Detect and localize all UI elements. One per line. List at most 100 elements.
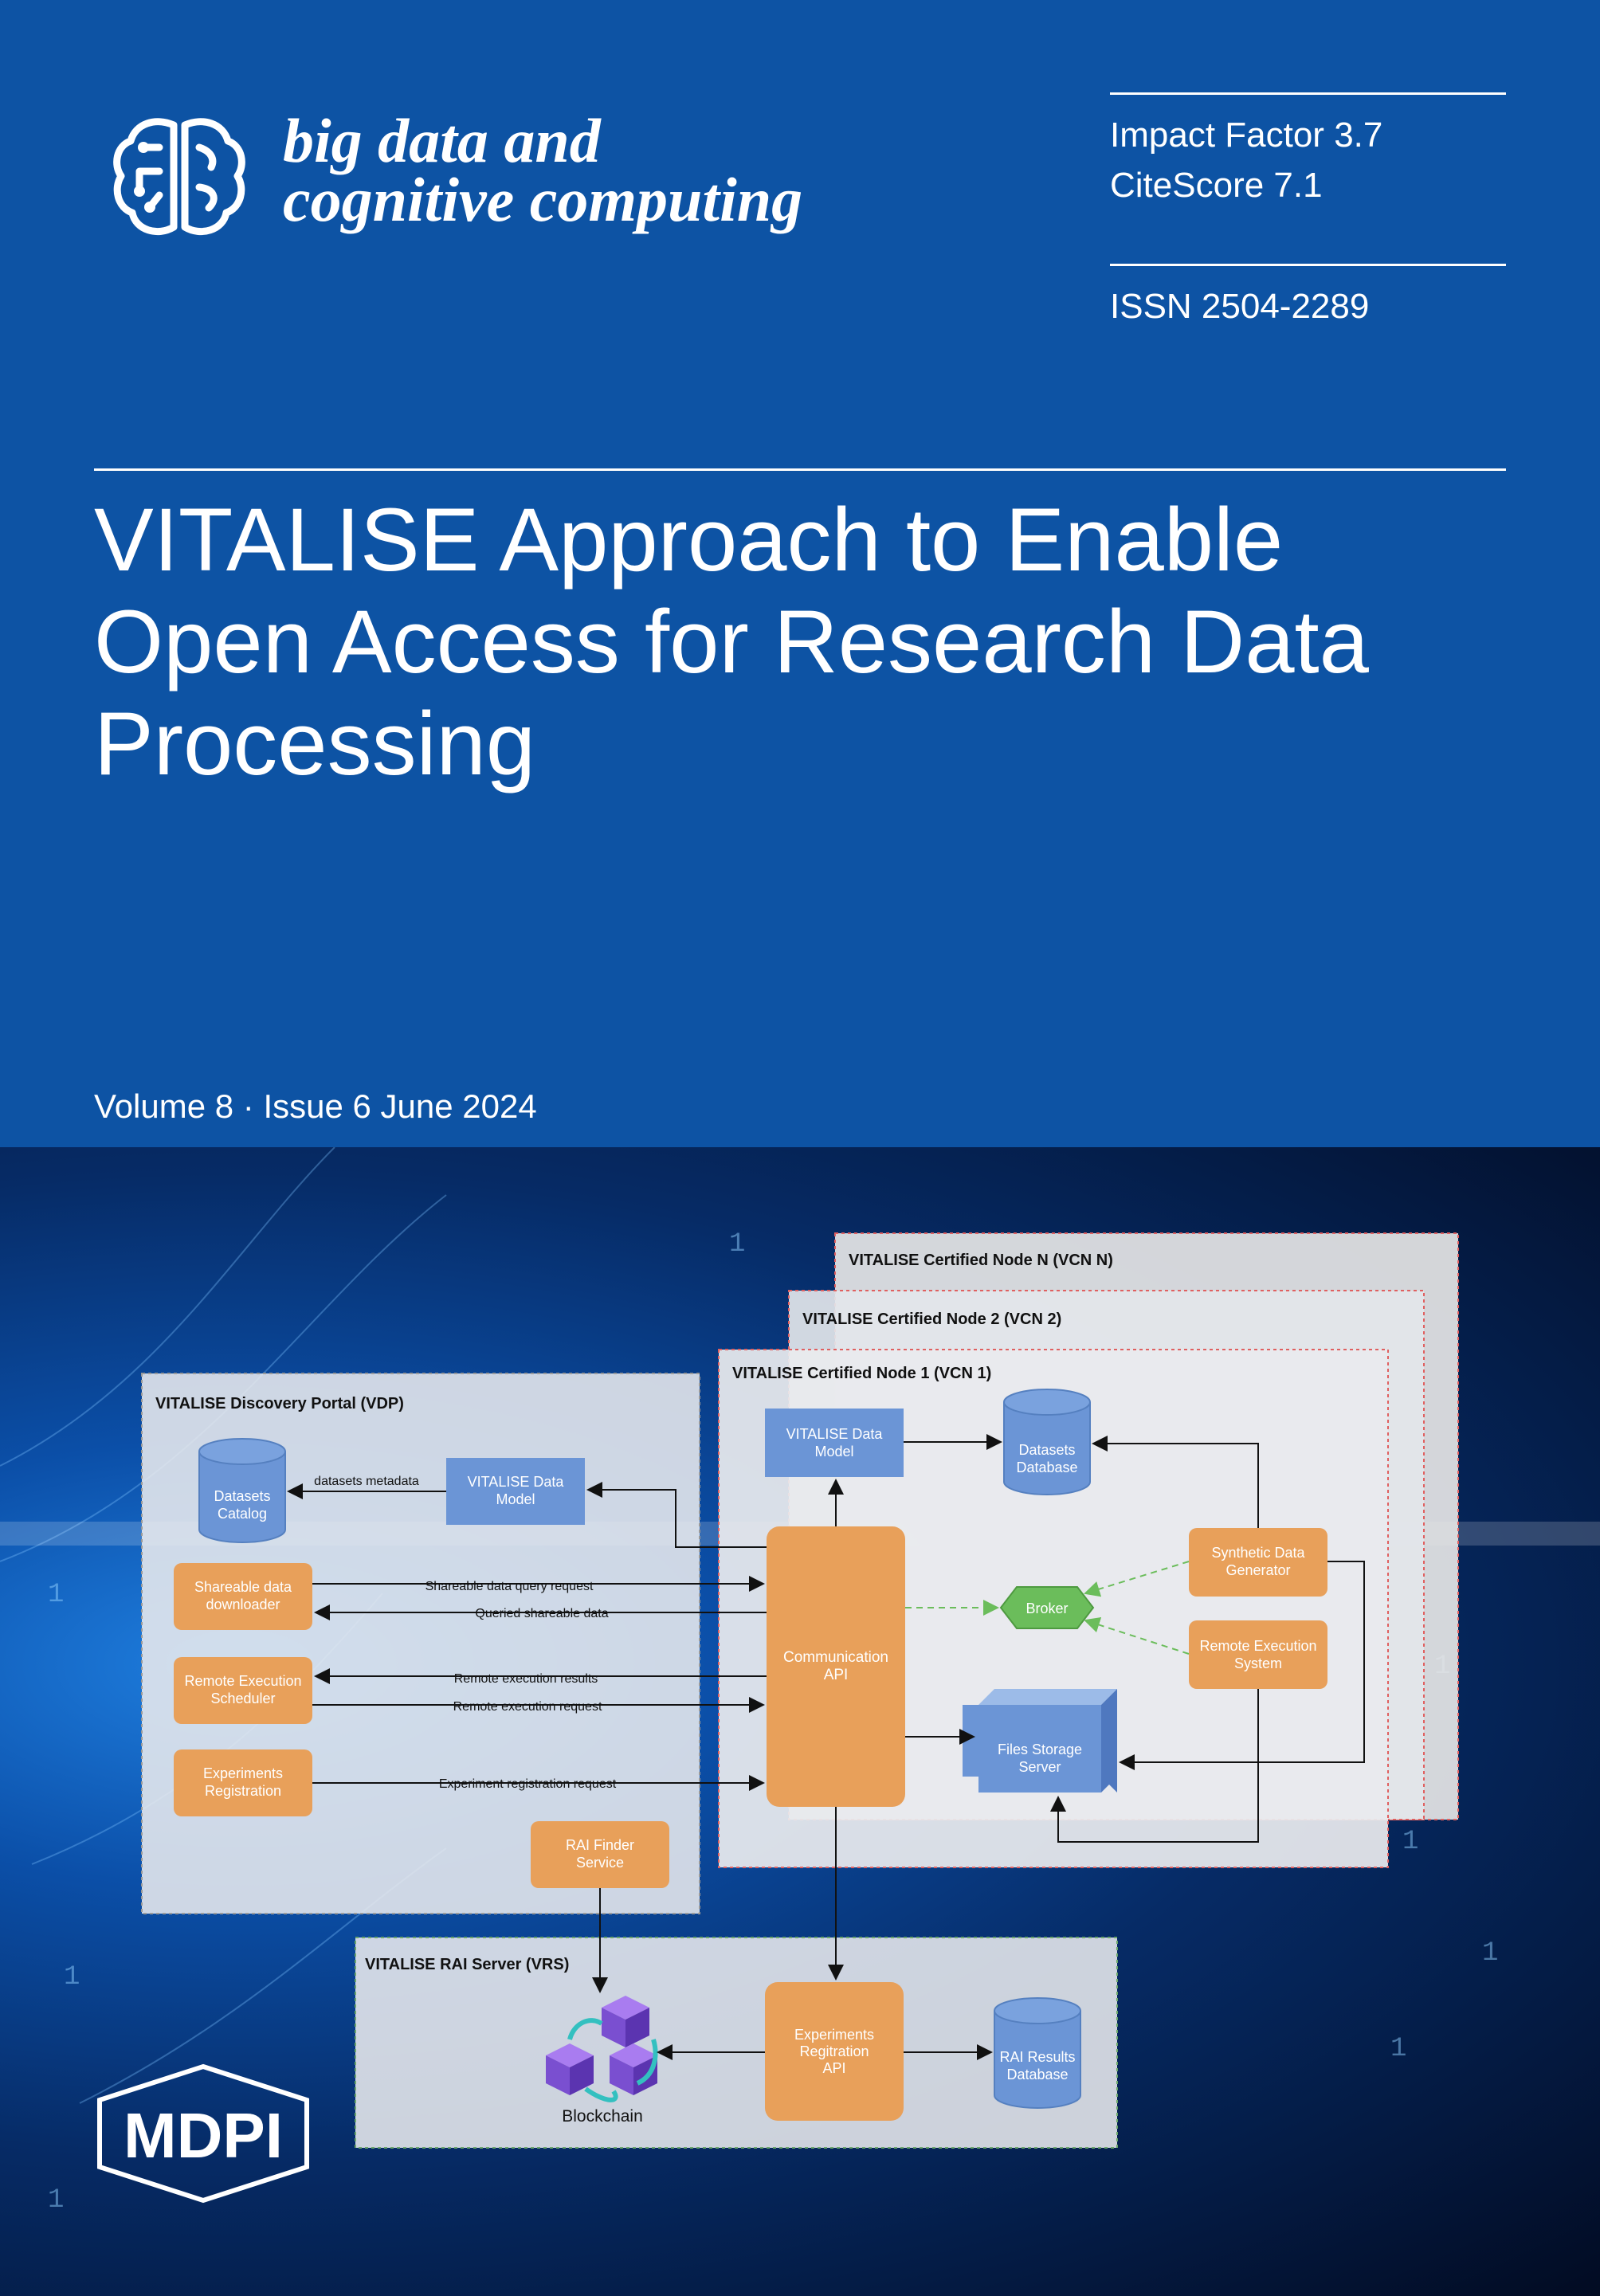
mdpi-logo: MDPI [97, 2063, 309, 2204]
remote-scheduler-label-1: Remote Execution [184, 1673, 301, 1689]
shareable-downloader-node: Shareable data downloader [174, 1563, 312, 1630]
impact-factor: Impact Factor 3.7 [1110, 116, 1383, 155]
citescore: CiteScore 7.1 [1110, 166, 1323, 205]
datasets-catalog-label-1: Datasets [214, 1488, 270, 1504]
edge-labels: datasets metadata Shareable data query r… [314, 1475, 617, 1791]
vcn-2-title: VITALISE Certified Node 2 (VCN 2) [802, 1311, 1061, 1328]
files-storage-label-2: Server [1018, 1759, 1061, 1775]
svg-text:1: 1 [1482, 1938, 1498, 1969]
rai-finder-label-1: RAI Finder [566, 1837, 634, 1853]
issue-info: Volume 8 · Issue 6 June 2024 [94, 1087, 537, 1125]
article-title: VITALISE Approach to Enable Open Access … [94, 490, 1369, 793]
svg-text:1: 1 [48, 2185, 64, 2216]
vcn-data-model-label-1: VITALISE Data [786, 1426, 884, 1442]
experiments-api-label-2: Regitration [799, 2043, 869, 2059]
shareable-downloader-label-2: downloader [206, 1597, 280, 1612]
edge-label-datasets-metadata: datasets metadata [314, 1475, 419, 1488]
title-rule [94, 468, 1506, 471]
broker-edges [905, 1561, 1190, 1655]
remote-system-label-1: Remote Execution [1199, 1638, 1316, 1654]
datasets-catalog-label-2: Catalog [218, 1506, 267, 1522]
journal-name-line2: cognitive computing [283, 165, 803, 234]
vdp-title: VITALISE Discovery Portal (VDP) [155, 1395, 404, 1412]
journal-name: big data and cognitive computing [283, 106, 803, 234]
vcn-n-title: VITALISE Certified Node N (VCN N) [849, 1252, 1113, 1269]
vrs-title: VITALISE RAI Server (VRS) [365, 1956, 569, 1973]
edge-label-shareable-query: Shareable data query request [425, 1580, 594, 1593]
svg-text:1: 1 [1390, 2034, 1406, 2064]
svg-text:1: 1 [64, 1962, 80, 1992]
experiments-registration-label-1: Experiments [203, 1765, 283, 1781]
top-rule [1110, 92, 1506, 95]
synthetic-generator-label-2: Generator [1225, 1562, 1290, 1578]
blockchain-label: Blockchain [562, 2107, 643, 2126]
svg-text:1: 1 [1402, 1827, 1418, 1857]
vcn-data-model-label-2: Model [814, 1444, 853, 1459]
communication-api-label-1: Communication [783, 1649, 888, 1666]
svg-text:1: 1 [729, 1229, 745, 1260]
edge-label-queried-data: Queried shareable data [475, 1607, 608, 1620]
svg-text:1: 1 [48, 1580, 64, 1610]
broker-node: Broker [999, 1586, 1095, 1629]
remote-scheduler-label-2: Scheduler [210, 1691, 275, 1706]
issn: ISSN 2504-2289 [1110, 287, 1370, 326]
edge-label-experiment-request: Experiment registration request [439, 1777, 617, 1791]
vdp-data-model-label-2: Model [496, 1491, 535, 1507]
metrics-rule [1110, 264, 1506, 266]
datasets-database-label-1: Datasets [1018, 1442, 1075, 1458]
diagram-edges [287, 1434, 1365, 2060]
mdpi-logo-text: MDPI [124, 2100, 283, 2171]
files-storage-label-1: Files Storage [998, 1742, 1082, 1757]
communication-api-label-2: API [824, 1667, 849, 1683]
blockchain-cubes-icon [546, 1996, 658, 2102]
rai-results-db-label-1: RAI Results [999, 2049, 1075, 2065]
edge-label-remote-request: Remote execution request [453, 1700, 602, 1714]
broker-label: Broker [1025, 1601, 1068, 1616]
remote-system-label-2: System [1234, 1655, 1282, 1671]
edge-label-remote-results: Remote execution results [454, 1672, 598, 1686]
blockchain-node: Blockchain [546, 1996, 658, 2126]
experiments-api-label-1: Experiments [794, 2027, 874, 2043]
shareable-downloader-label-1: Shareable data [194, 1579, 292, 1595]
vdp-data-model-label-1: VITALISE Data [468, 1474, 565, 1490]
datasets-database-label-2: Database [1016, 1459, 1077, 1475]
brain-logo-icon [113, 118, 245, 236]
journal-name-line1: big data and [283, 106, 601, 175]
rai-finder-label-2: Service [576, 1855, 624, 1871]
cover-header: big data and cognitive computing Impact … [0, 0, 1600, 1147]
synthetic-generator-label-1: Synthetic Data [1211, 1545, 1305, 1561]
experiments-registration-label-2: Registration [205, 1783, 281, 1799]
vcn-1-title: VITALISE Certified Node 1 (VCN 1) [732, 1365, 991, 1382]
rai-results-db-label-2: Database [1006, 2067, 1068, 2082]
vrs-panel: VITALISE RAI Server (VRS) [355, 1937, 1118, 2149]
experiments-api-label-3: API [822, 2060, 845, 2076]
cover-image: 11 11 11 11 VITALISE Certified Node N (V… [0, 1147, 1600, 2296]
